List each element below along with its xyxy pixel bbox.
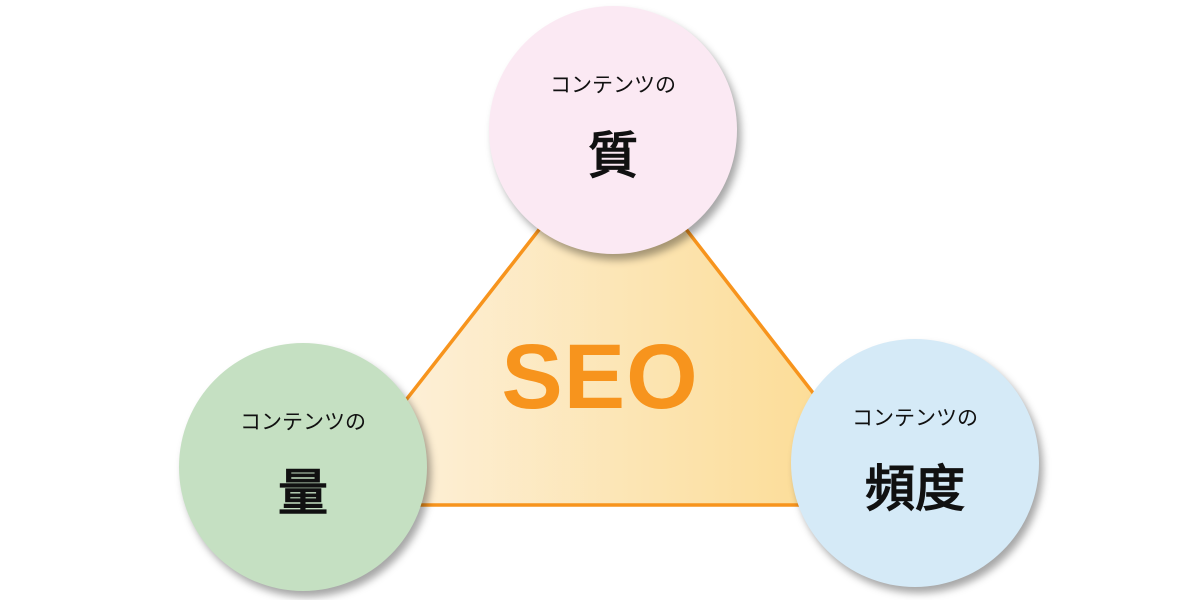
center-label-seo: SEO <box>501 326 699 428</box>
node-content-quality: コンテンツの 質 <box>489 6 737 254</box>
node-content-quantity: コンテンツの 量 <box>179 343 427 591</box>
node-content-frequency: コンテンツの 頻度 <box>791 339 1039 587</box>
node-quality-subtitle: コンテンツの <box>550 73 676 97</box>
node-quality-label: 質 <box>588 127 638 185</box>
node-quantity-subtitle: コンテンツの <box>240 410 366 434</box>
triangle-shape <box>320 132 904 507</box>
node-frequency-label: 頻度 <box>865 460 965 518</box>
node-quantity-label: 量 <box>278 464 328 522</box>
node-frequency-subtitle: コンテンツの <box>852 406 978 430</box>
